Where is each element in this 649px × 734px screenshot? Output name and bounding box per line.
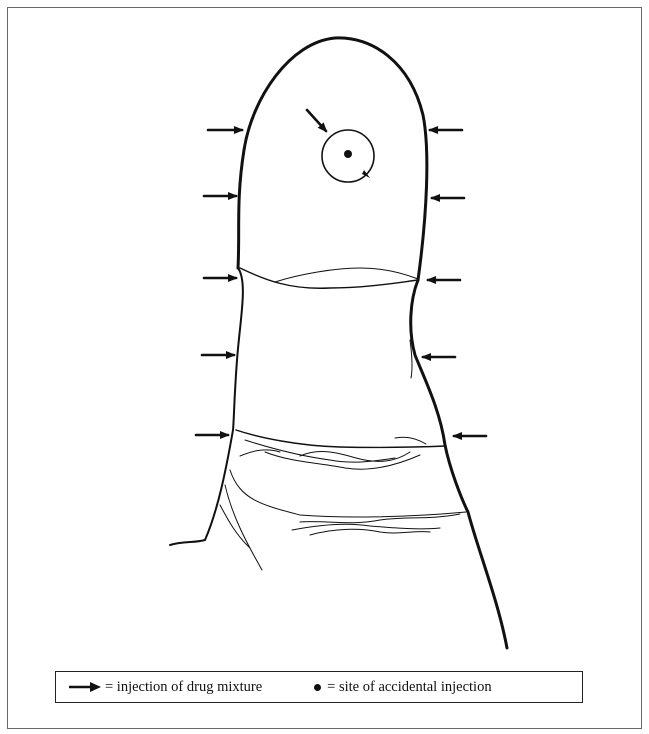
legend-item-injection: = injection of drug mixture (68, 679, 262, 696)
legend-item-accidental: = site of accidental injection (314, 679, 491, 696)
palm-crease-4 (310, 529, 430, 535)
pointer-arrow-to-site (307, 110, 326, 131)
legend-accidental-label: = site of accidental injection (327, 679, 491, 696)
interphalangeal-crease-inner (275, 268, 418, 282)
legend-injection-label: = injection of drug mixture (105, 679, 262, 696)
thumb-outline-left-lower (170, 268, 243, 545)
accidental-injection-dot (344, 150, 352, 158)
base-crease-wrinkle-5 (395, 437, 426, 444)
legend-box: = injection of drug mixture = site of ac… (55, 671, 583, 703)
thumb-outline-left (238, 38, 427, 280)
arrow-right-icon (68, 682, 101, 692)
palm-crease-3 (300, 514, 460, 523)
palm-crease-2 (292, 524, 440, 530)
base-crease-wrinkle-3 (300, 452, 410, 462)
filled-dot-icon (314, 684, 321, 691)
palm-crease-1 (230, 470, 466, 517)
palm-crease-6 (220, 505, 250, 548)
thumb-outline-right-lower (411, 280, 507, 648)
palm-crease-5 (225, 485, 262, 570)
